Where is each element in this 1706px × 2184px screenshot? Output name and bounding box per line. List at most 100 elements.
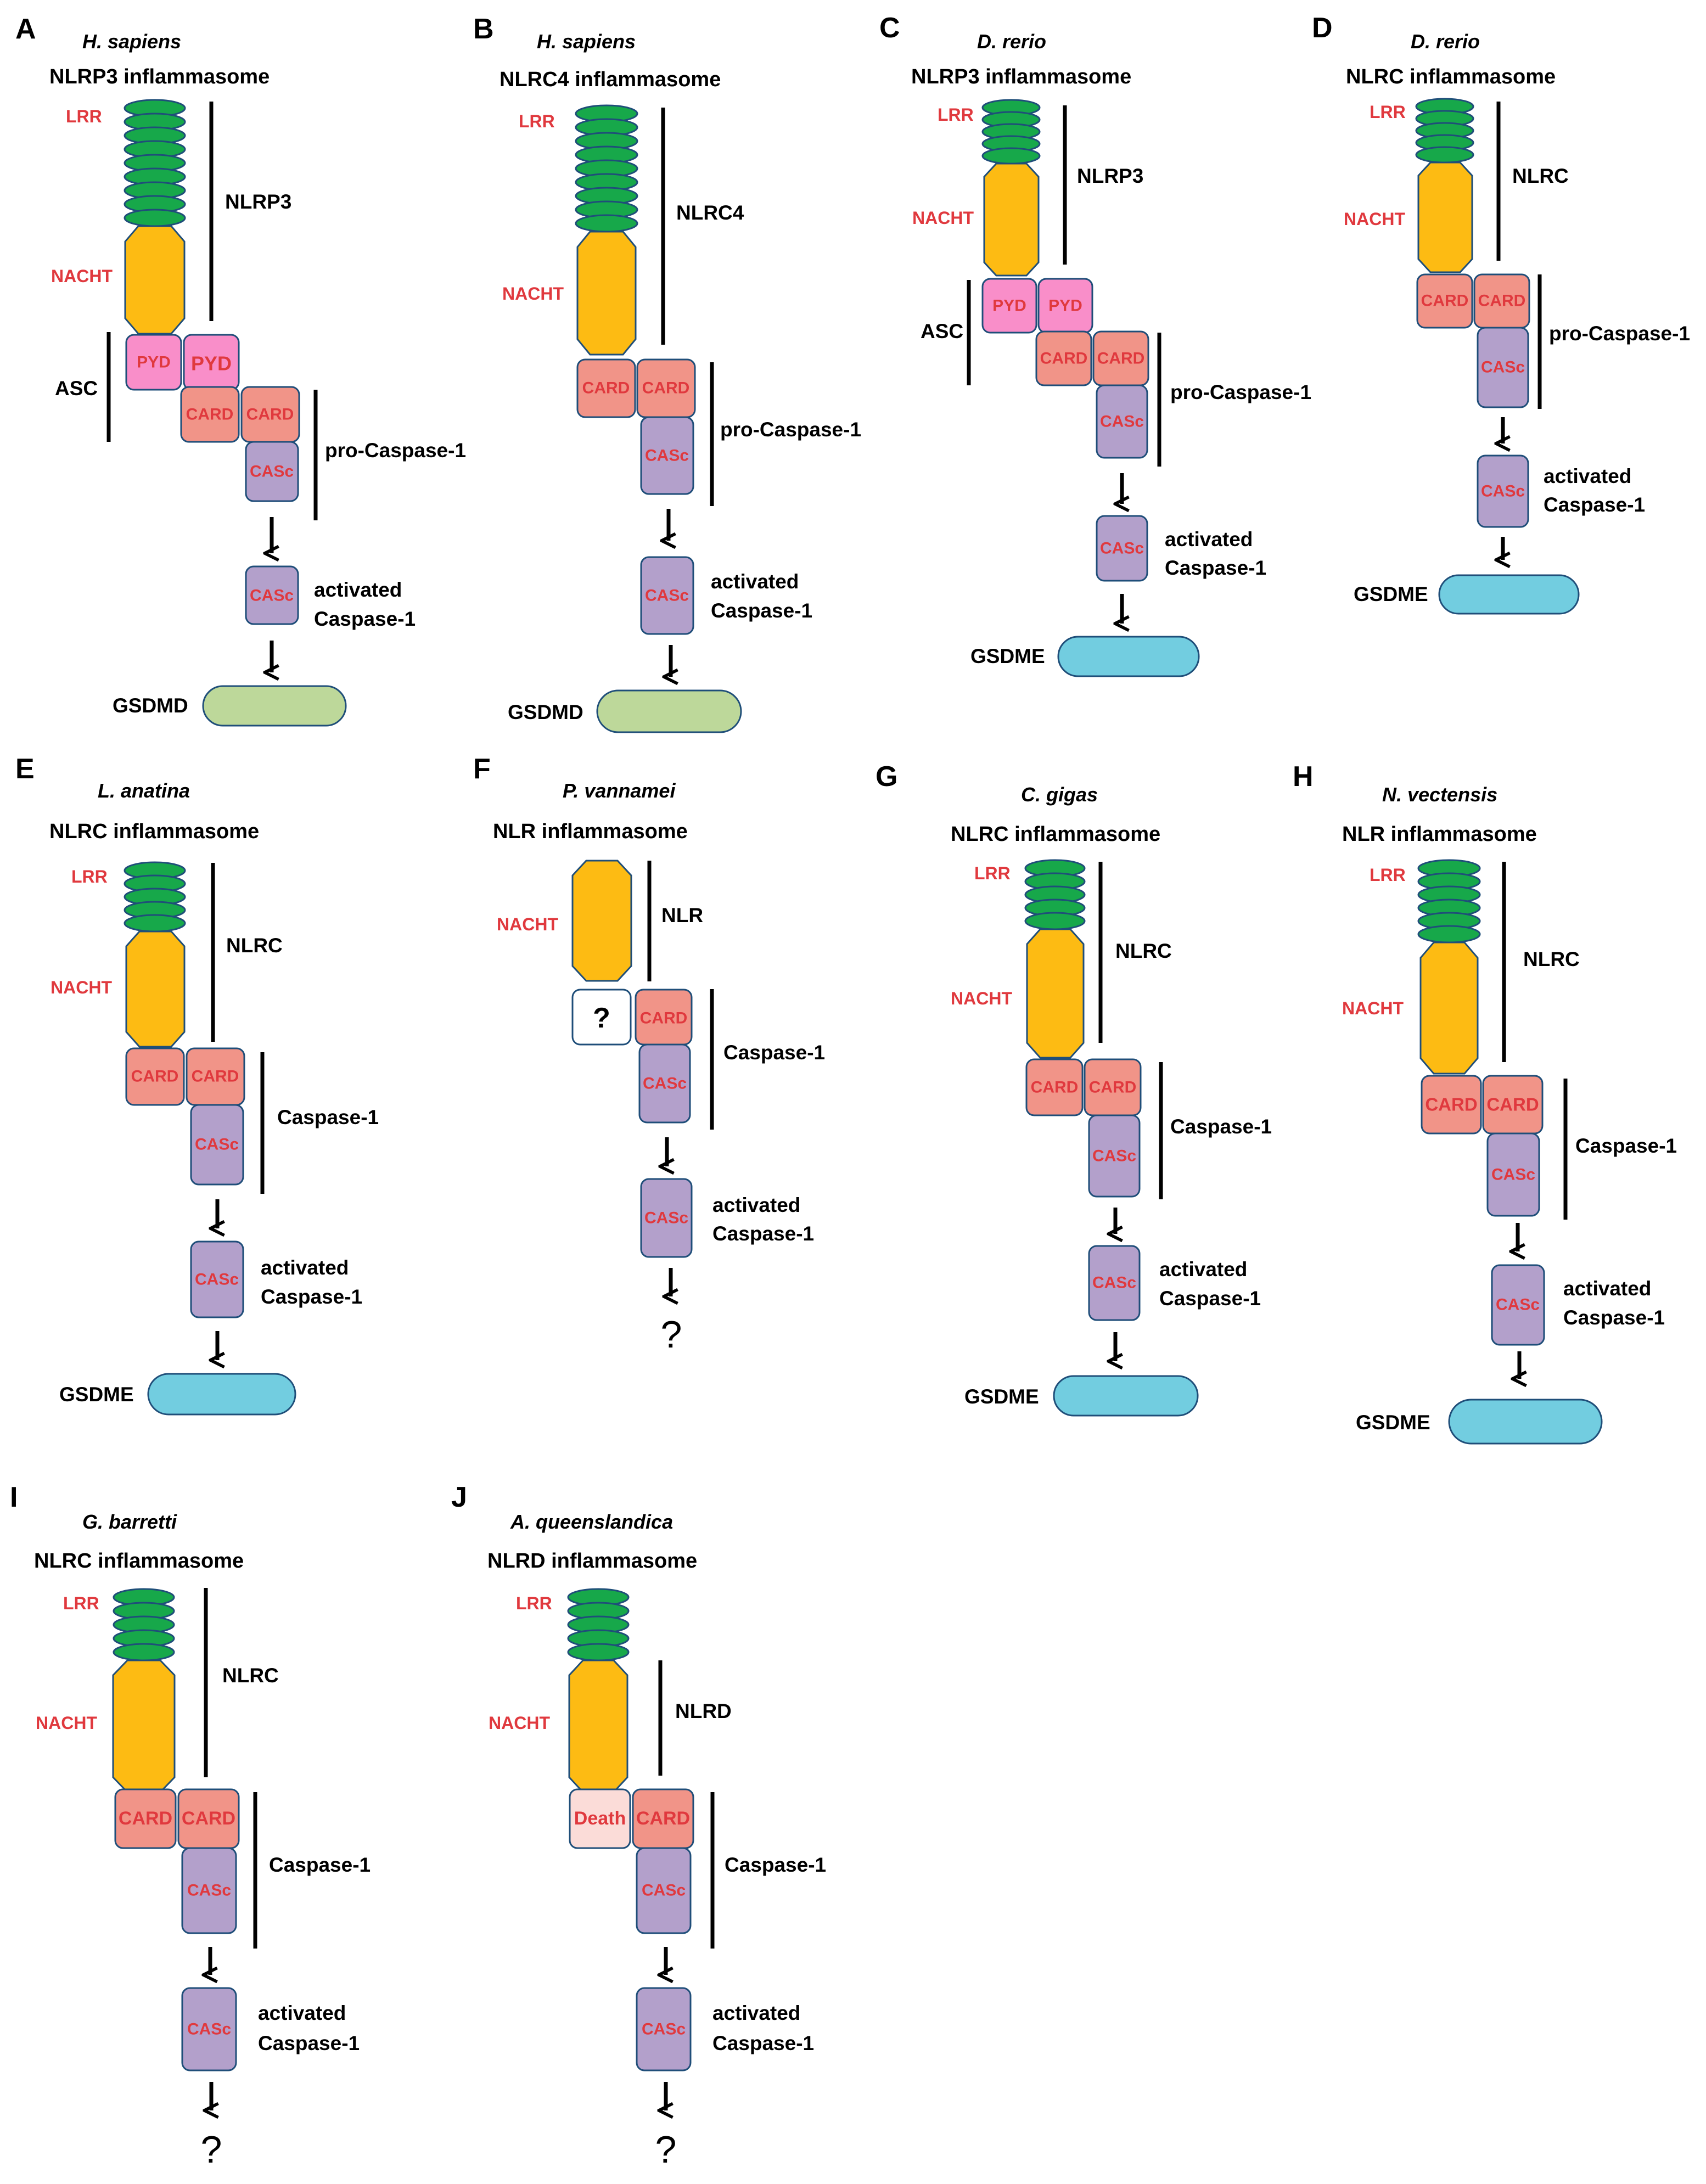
- activated-label-line2: Caspase-1: [1165, 557, 1266, 579]
- receptor-card-box: [1421, 1075, 1482, 1135]
- panel-letter: C: [879, 12, 900, 44]
- species-name: H. sapiens: [537, 30, 636, 53]
- casc-box: [1088, 1114, 1141, 1198]
- activated-casc-label: CASc: [250, 587, 294, 605]
- caspase-card-label: CARD: [182, 1808, 235, 1829]
- activated-casc-label: CASc: [645, 587, 689, 605]
- caspase-label: pro-Caspase-1: [720, 418, 861, 441]
- panel-title: NLRC inflammasome: [34, 1549, 244, 1573]
- death-domain-box: [569, 1788, 631, 1849]
- activated-label-line1: activated: [1159, 1258, 1247, 1281]
- receptor-label: NLRP3: [1077, 165, 1143, 187]
- nacht-label: NACHT: [502, 284, 564, 304]
- receptor-label: NLRP3: [225, 190, 291, 213]
- panel-title: NLRD inflammasome: [487, 1549, 697, 1573]
- lrr-label: LRR: [974, 863, 1011, 883]
- casc-label: CASc: [645, 447, 689, 465]
- activated-casc-box: [181, 1987, 237, 2071]
- activated-casc-label: CASc: [1481, 482, 1525, 501]
- activated-casc-label: CASc: [644, 1209, 688, 1227]
- casc-label: CASc: [642, 1882, 686, 1900]
- panel-i: I G. barretti NLRC inflammasome LRR NACH…: [10, 1481, 371, 2171]
- death-domain-label: Death: [574, 1808, 626, 1829]
- casc-box: [181, 1847, 237, 1934]
- activated-label-line2: Caspase-1: [712, 2032, 814, 2054]
- species-name: D. rerio: [1411, 30, 1480, 53]
- species-name: G. barretti: [82, 1511, 177, 1533]
- receptor-pyd-box: [981, 278, 1037, 334]
- gasdermin-shape: [202, 685, 347, 727]
- adaptor-label: ASC: [55, 377, 98, 400]
- receptor-label: NLRD: [675, 1700, 732, 1722]
- activated-casc-box: [1088, 1245, 1141, 1321]
- casc-box: [1096, 384, 1148, 459]
- caspase-card-label: CARD: [640, 1009, 688, 1028]
- lrr-domain: [575, 104, 638, 233]
- panel-letter: D: [1312, 12, 1333, 44]
- activated-casc-label: CASc: [187, 2020, 231, 2039]
- receptor-label: NLR: [661, 904, 703, 927]
- panel-title: NLRC inflammasome: [1346, 65, 1556, 88]
- nacht-label: NACHT: [51, 266, 113, 286]
- receptor-card-label: CARD: [119, 1808, 172, 1829]
- unknown-domain-label: ?: [593, 1002, 610, 1034]
- panel-letter: I: [10, 1481, 18, 1513]
- caspase-card-label: CARD: [642, 379, 690, 397]
- activated-label-line1: activated: [1544, 465, 1631, 487]
- receptor-label: NLRC: [226, 934, 283, 957]
- gasdermin-shape: [1448, 1399, 1603, 1445]
- nacht-label: NACHT: [1342, 998, 1404, 1018]
- activated-label-line1: activated: [711, 570, 799, 593]
- lrr-label: LRR: [63, 1593, 99, 1613]
- activated-label-line2: Caspase-1: [1544, 493, 1645, 516]
- species-name: P. vannamei: [563, 779, 676, 802]
- panel-title: NLRC inflammasome: [951, 823, 1160, 846]
- panel-f: F P. vannamei NLR inflammasome NACHT NLR…: [473, 753, 825, 1356]
- casc-label: CASc: [250, 463, 294, 481]
- panel-title: NLRP3 inflammasome: [911, 65, 1131, 88]
- receptor-card-box: [1025, 1058, 1084, 1116]
- species-name: A. queenslandica: [510, 1511, 673, 1533]
- lrr-label: LRR: [1370, 865, 1406, 885]
- activated-casc-label: CASc: [1092, 1274, 1136, 1292]
- activated-casc-box: [245, 565, 299, 625]
- receptor-label: NLRC: [222, 1664, 279, 1687]
- receptor-card-label: CARD: [1031, 1079, 1079, 1097]
- species-name: D. rerio: [977, 30, 1046, 53]
- receptor-label: NLRC4: [676, 201, 744, 224]
- unknown-domain-box: [571, 989, 632, 1046]
- activated-label-line1: activated: [1165, 528, 1253, 551]
- nacht-label: NACHT: [36, 1713, 97, 1733]
- gasdermin-label: GSDMD: [508, 701, 583, 723]
- casc-label: CASc: [195, 1136, 239, 1154]
- panel-d: D D. rerio NLRC inflammasome LRR NACHT N…: [1312, 12, 1690, 615]
- activated-label-line2: Caspase-1: [1159, 1287, 1261, 1310]
- lrr-domain: [1024, 859, 1086, 930]
- receptor-pyd-label: PYD: [191, 352, 232, 375]
- caspase-card-label: CARD: [1486, 1094, 1539, 1115]
- lrr-label: LRR: [519, 111, 555, 131]
- caspase-card-label: CARD: [192, 1068, 239, 1086]
- casc-box: [1486, 1132, 1540, 1217]
- nacht-domain: [125, 930, 186, 1048]
- receptor-card-box: [125, 1047, 185, 1106]
- activated-label-line2: Caspase-1: [314, 608, 416, 630]
- caspase-label: Caspase-1: [277, 1106, 379, 1129]
- adaptor-card-label: CARD: [1040, 350, 1088, 368]
- caspase-label: Caspase-1: [725, 1854, 826, 1876]
- nacht-label: NACHT: [489, 1713, 550, 1733]
- nacht-domain: [571, 860, 632, 982]
- panel-title: NLRC4 inflammasome: [500, 68, 721, 91]
- lrr-domain: [1415, 98, 1474, 164]
- activated-casc-box: [640, 1178, 693, 1258]
- activated-casc-label: CASc: [195, 1271, 239, 1289]
- panel-j: J A. queenslandica NLRD inflammasome LRR…: [451, 1481, 826, 2171]
- gasdermin-label: GSDME: [1354, 583, 1428, 605]
- casc-label: CASc: [1100, 413, 1144, 431]
- panel-a: A H. sapiens NLRP3 inflammasome LRR NACH…: [15, 13, 466, 727]
- lrr-domain: [124, 861, 186, 933]
- activated-casc-box: [1491, 1264, 1545, 1346]
- activated-label-line2: Caspase-1: [1563, 1306, 1665, 1329]
- casc-label: CASc: [187, 1882, 231, 1900]
